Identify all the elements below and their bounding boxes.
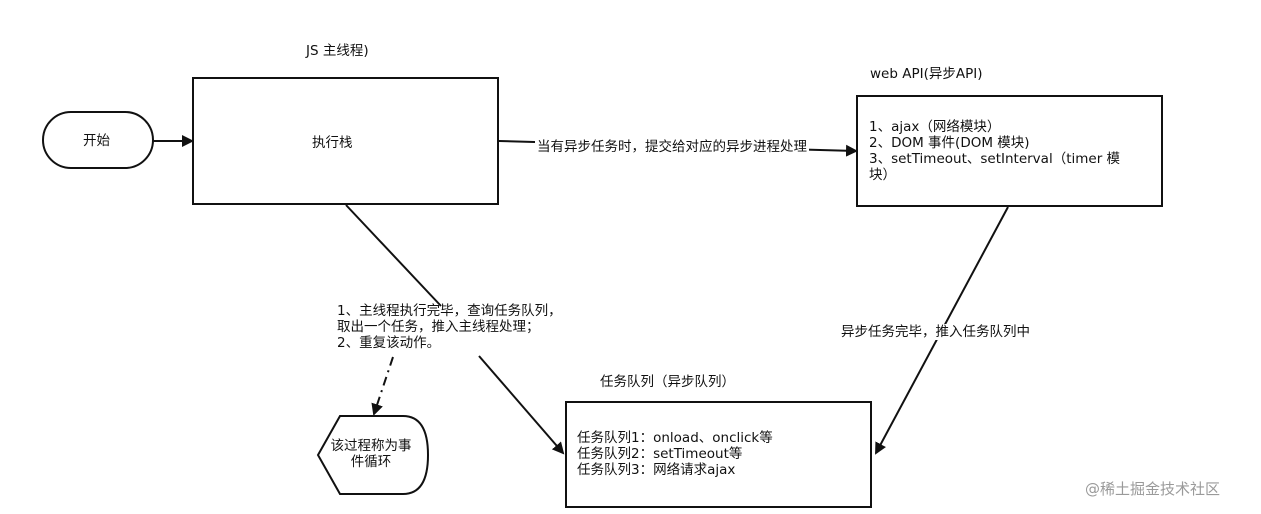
event-loop-shape — [316, 415, 430, 495]
task-queue-item: 任务队列3：网络请求ajax — [577, 462, 736, 478]
web-api-item: 2、DOM 事件(DOM 模块) — [869, 135, 1030, 151]
loop-note-line: 取出一个任务，推入主线程处理； — [337, 319, 540, 335]
note-to-queue-arrow — [478, 355, 565, 455]
web-api-item: 1、ajax（网络模块） — [869, 119, 1001, 135]
note-to-eventloop-dashed-arrow — [371, 356, 394, 416]
task-queue-item-list: 任务队列1：onload、onclick等 任务队列2：setTimeout等 … — [577, 430, 773, 478]
web-api-item: 3、setTimeout、setInterval（timer 模 — [869, 151, 1121, 167]
web-api-item-list: 1、ajax（网络模块） 2、DOM 事件(DOM 模块) 3、setTimeo… — [869, 119, 1120, 183]
web-api-box: 1、ajax（网络模块） 2、DOM 事件(DOM 模块) 3、setTimeo… — [856, 95, 1163, 207]
start-label: 开始 — [83, 133, 110, 149]
task-queue-title: 任务队列（异步队列） — [600, 374, 735, 390]
async-submit-arrow-label: 当有异步任务时，提交给对应的异步进程处理 — [535, 139, 809, 155]
task-queue-item: 任务队列2：setTimeout等 — [577, 446, 743, 462]
web-api-title: web API(异步API) — [870, 66, 983, 82]
task-queue-item: 任务队列1：onload、onclick等 — [577, 430, 773, 446]
execution-stack-box: 执行栈 — [192, 77, 499, 205]
async-done-arrow-label: 异步任务完毕，推入任务队列中 — [839, 324, 1032, 340]
stack-to-note-line — [345, 204, 442, 307]
web-api-item: 块） — [869, 167, 896, 183]
event-loop-label: 该过程称为事 件循环 — [330, 438, 412, 470]
loop-note: 1、主线程执行完毕，查询任务队列， 取出一个任务，推入主线程处理； 2、重复该动… — [337, 303, 562, 351]
event-loop-line: 该过程称为事 — [330, 438, 412, 454]
execution-stack-label: 执行栈 — [312, 135, 353, 151]
task-queue-box: 任务队列1：onload、onclick等 任务队列2：setTimeout等 … — [565, 401, 872, 508]
watermark: @稀土掘金技术社区 — [1085, 480, 1221, 498]
event-loop-line: 件循环 — [350, 454, 392, 470]
loop-note-line: 1、主线程执行完毕，查询任务队列， — [337, 303, 562, 319]
js-main-thread-title: JS 主线程) — [306, 43, 369, 59]
loop-note-line: 2、重复该动作。 — [337, 335, 441, 351]
